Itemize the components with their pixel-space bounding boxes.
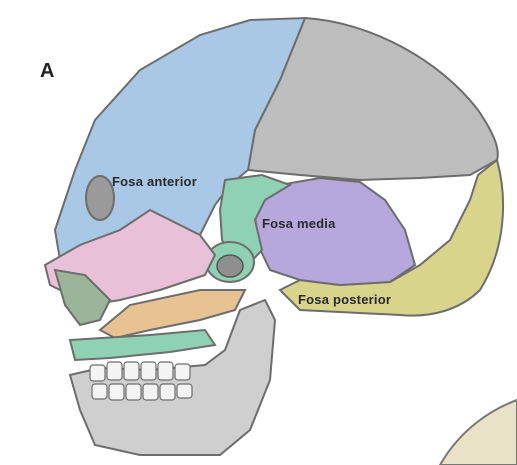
label-fosa-anterior: Fosa anterior [112,174,197,189]
label-fosa-media: Fosa media [262,216,336,231]
adjacent-panel-edge [440,400,517,465]
ear-canal-hole [217,255,243,277]
orbit [86,176,114,220]
temporal-region [255,178,415,285]
panel-letter: A [40,60,54,83]
label-fosa-posterior: Fosa posterior [298,292,391,307]
palate-strip [70,330,215,360]
